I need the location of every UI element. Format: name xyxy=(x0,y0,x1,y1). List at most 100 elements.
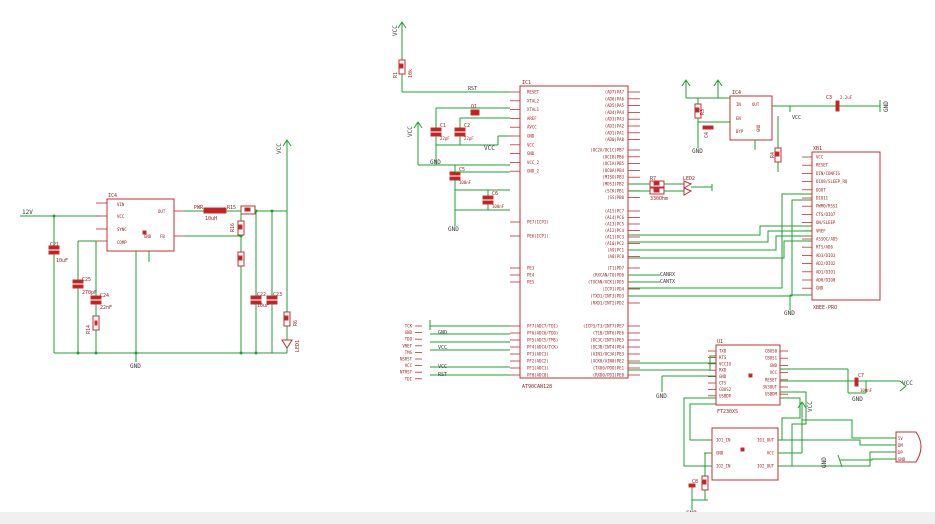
ftdi-left-pin-7: USBDP xyxy=(719,393,732,398)
jtag-pin-7: NTRST xyxy=(400,370,413,375)
xbee-regulator-ic[interactable] xyxy=(729,95,773,141)
ftdi-ic[interactable] xyxy=(715,344,781,406)
jtag-pin-2: TDO xyxy=(405,337,413,342)
mcu-pc-0: (A15)PC7 xyxy=(605,209,625,214)
mcu-left-pin-6: VCC xyxy=(527,142,535,147)
can-rx-net: CANRX xyxy=(660,272,675,278)
mcu-left-pin-pe3-2: PE5 xyxy=(527,280,535,285)
r6-label: R6 xyxy=(293,320,299,326)
mcu-pe-1: (T1B/INT6)PE6 xyxy=(593,331,625,336)
r7-value: 330Ohm xyxy=(650,196,668,202)
mcu-pb-7: (SS)PB0 xyxy=(607,195,624,200)
reg-pin-vcc: VCC xyxy=(117,214,125,219)
usb-pin-dp: DP xyxy=(898,450,903,455)
mcu-left-pin-0: RESET xyxy=(527,90,540,95)
c25-label: C25 xyxy=(82,277,91,283)
c3-label: C3 xyxy=(826,95,832,101)
capacitor-c21[interactable] xyxy=(48,245,60,250)
l1-label: PWR xyxy=(194,205,204,211)
ftdi-right-pin-0: CBUS0 xyxy=(765,349,778,354)
r15-label: R15 xyxy=(227,205,236,211)
c24-value: 22nF xyxy=(100,305,112,311)
rst-net-label: RST xyxy=(468,86,477,92)
ic4-pin-out: OUT xyxy=(752,102,760,107)
mcu-pd-0: (T1)PD7 xyxy=(607,266,624,271)
capacitor-c8[interactable] xyxy=(688,483,696,488)
usbp-left-pin-1: GND xyxy=(716,451,724,456)
mcu-pc-2: (A13)PC5 xyxy=(605,222,625,227)
capacitor-c23[interactable] xyxy=(266,295,278,300)
mcu-section: VCC R1 10k RST Q1 C1 22pF C2 22pF VCC GN… xyxy=(392,21,713,390)
capacitor-c24[interactable] xyxy=(90,295,102,300)
capacitor-c4[interactable] xyxy=(702,125,714,130)
jtag-pin-6: VCC xyxy=(405,363,413,368)
mcu-pd-5: (RXD1/INT2)PD2 xyxy=(590,301,624,306)
c1-label: C1 xyxy=(440,123,446,129)
regulator-ic[interactable] xyxy=(106,198,175,252)
capacitor-c22[interactable] xyxy=(250,295,262,300)
l1-value: 10uH xyxy=(205,216,217,222)
jtag-pin-4: TMS xyxy=(405,350,413,355)
mcu-pa-4: (AD3)PA3 xyxy=(605,117,625,122)
xbee-module[interactable] xyxy=(811,151,881,301)
jtag-rst-net: RST xyxy=(438,372,447,378)
capacitor-c3[interactable] xyxy=(835,100,840,112)
mcu-pd-2: (TXCAN/XCK1)PD5 xyxy=(588,280,625,285)
mcu-left-pin-pe-1: PE6(ICP1) xyxy=(527,234,549,239)
gnd-label-xbee: GND xyxy=(784,310,795,317)
mcu-pb-2: (OC1A)PB5 xyxy=(602,161,624,166)
gnd-label-ftdi: GND xyxy=(656,393,667,400)
jtag-vcc-net2: VCC xyxy=(438,364,447,370)
capacitor-c1[interactable] xyxy=(430,127,442,132)
inductor-l1[interactable] xyxy=(203,207,227,214)
capacitor-c6[interactable] xyxy=(482,195,494,200)
usb-pin-gnd: GND xyxy=(898,457,906,462)
gnd-label-c3: GND xyxy=(883,101,890,112)
mcu-left-pin-pf-0: PF7(ADC7/TDI) xyxy=(527,324,558,329)
mcu-left-pin-pe3-1: PE4 xyxy=(527,273,535,278)
led2-icon xyxy=(683,180,693,189)
ftdi-left-pin-3: RXD xyxy=(719,368,727,373)
jtag-vcc-net: VCC xyxy=(438,345,447,351)
usb-protection-ic[interactable] xyxy=(711,427,779,481)
jtag-pin-3: VREF xyxy=(402,343,412,348)
mcu-ic[interactable] xyxy=(519,85,629,379)
capacitor-c25[interactable] xyxy=(72,279,84,284)
usb-connector[interactable]: 5V DM DP GND xyxy=(895,431,922,463)
capacitor-c7[interactable] xyxy=(854,377,859,387)
capacitor-c2[interactable] xyxy=(454,127,466,132)
ftdi-left-pin-5: CTS xyxy=(719,381,727,386)
ftdi-left-pin-6: CBUS2 xyxy=(719,387,732,392)
mcu-pe-7: (RXD0/PDI)PE0 xyxy=(593,373,625,378)
mcu-left-pin-1: XTAL2 xyxy=(527,98,540,103)
mcu-pc-3: (A12)PC4 xyxy=(605,228,625,233)
xbee-pin-0: VCC xyxy=(816,155,824,160)
mcu-pe-6: (TXD0/PDO)PE1 xyxy=(593,366,625,371)
led1-icon xyxy=(281,339,293,349)
ftdi-right-pin-5: 3V3OUT xyxy=(763,385,778,390)
mcu-pe-0: (ICP3/T3/INT7)PE7 xyxy=(583,324,625,329)
bottom-scroll-strip xyxy=(0,512,935,524)
c5-value: 100nF xyxy=(459,180,472,185)
mcu-pb-3: (OC0A)PB4 xyxy=(602,168,624,173)
usbp-left-pin-0: IO1_IN xyxy=(716,438,731,443)
jtag-gnd-net: GND xyxy=(438,330,447,336)
mcu-pd-1: (RXCAN/T0)PD6 xyxy=(593,273,625,278)
xbee-pin-15: AD0/DIO0 xyxy=(816,278,836,283)
usb-pin-dm: DM xyxy=(898,443,903,448)
r3-label: R3 xyxy=(700,109,706,115)
usb-connector-body xyxy=(895,431,922,463)
crystal-q1[interactable] xyxy=(470,109,480,116)
ic4-pin-in: IN xyxy=(736,102,741,107)
ftdi-right-pin-3: VCC xyxy=(770,370,778,375)
mcu-left-pin-pe-0: PE7(ICP3) xyxy=(527,220,549,225)
ftdi-left-pin-0: TXD xyxy=(719,349,727,354)
ftdi-right-pin-1: CBUS1 xyxy=(765,356,778,361)
mcu-ref: IC1 xyxy=(522,80,531,86)
mcu-pd-4: (TXD1/INT3)PD3 xyxy=(590,294,624,299)
jtag-pin-8: TDI xyxy=(405,376,413,381)
mcu-left-pin-9: GND_2 xyxy=(527,169,540,174)
ftdi-left-pin-1: RTS xyxy=(719,355,727,360)
ic4-pin-gnd: GND xyxy=(756,124,761,132)
